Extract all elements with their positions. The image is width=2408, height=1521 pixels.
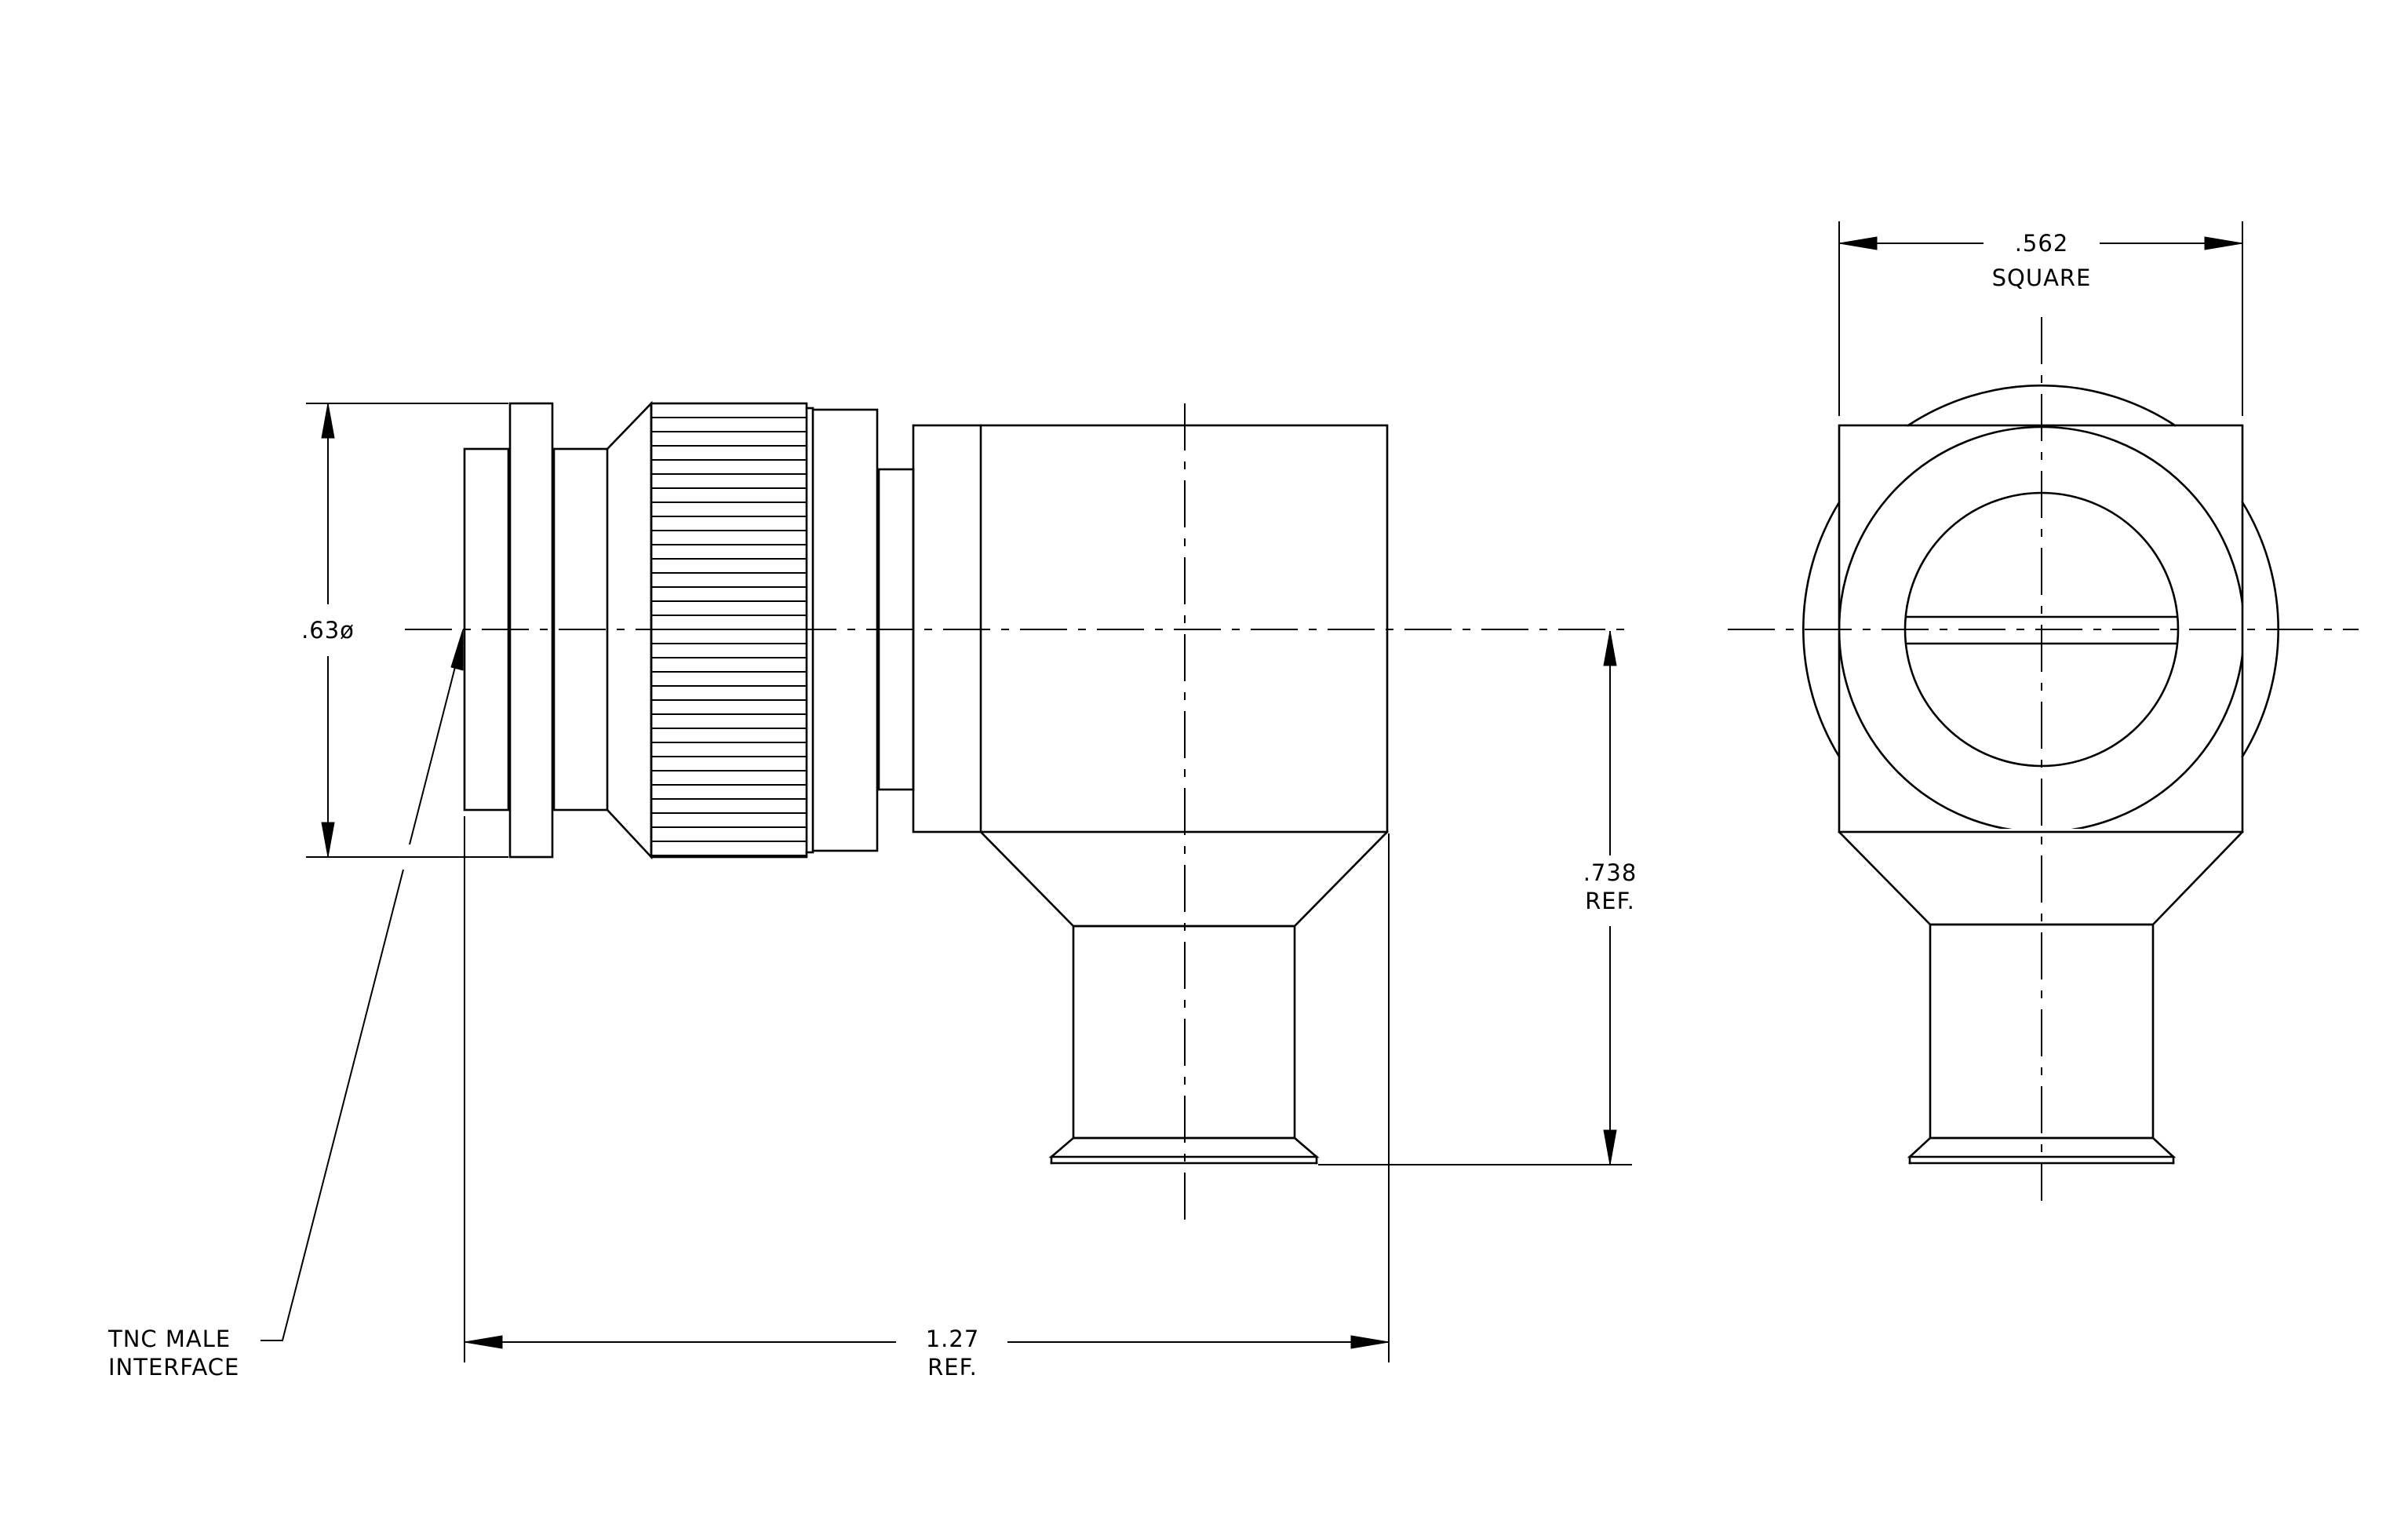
interface-sleeve — [463, 447, 510, 812]
face-circle-inner — [1903, 491, 2180, 768]
interface-label-line2: INTERFACE — [108, 1354, 239, 1381]
length-note: REF. — [927, 1354, 978, 1381]
diameter-label: .63ø — [301, 617, 355, 644]
side-view — [405, 400, 1635, 1229]
coupling-flange — [508, 402, 554, 859]
rear-ring — [811, 408, 879, 852]
height-note: REF. — [1585, 888, 1635, 914]
interface-label-line1: TNC MALE — [107, 1326, 231, 1352]
knurl-lines — [651, 417, 807, 856]
coupling-neck — [552, 447, 609, 812]
side-view-dimensions: .63ø TNC MALE INTERFACE 1.27 REF. — [107, 403, 1638, 1381]
width-note: SQUARE — [1992, 264, 2092, 291]
length-label: 1.27 — [926, 1326, 980, 1352]
height-dimension: .738 REF. — [1318, 630, 1638, 1165]
length-dimension: 1.27 REF. — [464, 816, 1390, 1381]
interface-leader: TNC MALE INTERFACE — [107, 629, 464, 1381]
face-circle-outer — [1839, 425, 2242, 829]
outer-housing-arc-right — [2241, 501, 2279, 758]
width-label: .562 — [2015, 230, 2069, 257]
front-view — [1728, 317, 2359, 1201]
knurled-coupling-nut — [650, 402, 814, 859]
width-dimension: .562 SQUARE — [1838, 221, 2243, 416]
right-angle-body — [912, 424, 1389, 833]
diameter-dimension: .63ø — [301, 403, 508, 858]
height-label: .738 — [1583, 859, 1638, 886]
outer-housing-circle — [1907, 385, 2177, 427]
outer-housing-arc-left — [1802, 501, 1841, 758]
